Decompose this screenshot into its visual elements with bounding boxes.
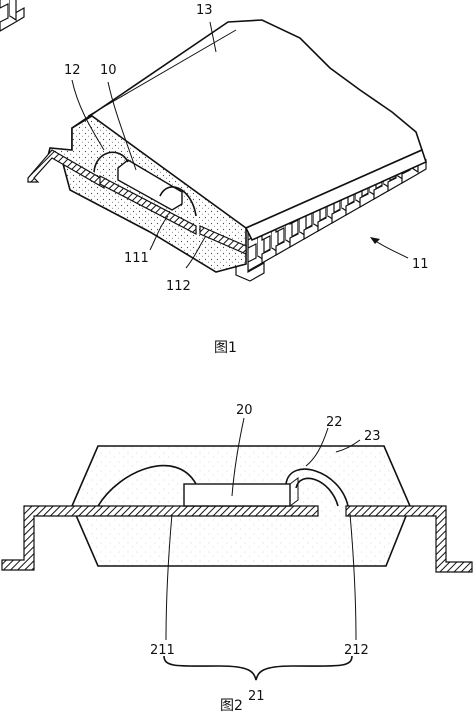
figure-1: 13 12 10 111 112 11 图1	[0, 0, 429, 356]
label-112: 112	[166, 279, 191, 294]
arrow-11	[370, 237, 380, 244]
leader-20	[231, 417, 245, 497]
leader-112	[185, 235, 207, 269]
leader-111	[149, 215, 169, 251]
lead-array	[0, 0, 427, 272]
label-211: 211	[150, 643, 175, 658]
figure-2: 20 22 23 211 212 21 图2	[1, 403, 473, 714]
label-13: 13	[196, 3, 213, 18]
mold-side	[244, 148, 427, 242]
label-21: 21	[248, 689, 265, 704]
bond-wire-right	[159, 186, 197, 217]
caption-fig1: 图1	[214, 340, 237, 356]
label-212: 212	[344, 643, 369, 658]
leader-13	[209, 21, 217, 53]
label-10: 10	[100, 63, 117, 78]
leader-23	[335, 439, 361, 453]
bond-wire-left	[93, 151, 129, 173]
brace-21	[163, 655, 353, 681]
chip-10	[117, 159, 183, 211]
chip-edge	[289, 477, 299, 507]
leader-10	[107, 81, 137, 171]
caption-fig2: 图2	[220, 698, 243, 714]
leader-11	[373, 239, 409, 259]
label-11: 11	[412, 257, 429, 272]
left-lead	[27, 149, 105, 190]
leadframe-right	[345, 505, 473, 573]
bond-wire-right-2	[285, 468, 349, 507]
die-pad	[99, 175, 197, 235]
leader-12	[71, 79, 105, 151]
label-22: 22	[326, 415, 343, 430]
leader-212	[349, 513, 357, 641]
label-20: 20	[236, 403, 253, 418]
bond-wire-right-inner	[295, 477, 339, 507]
bond-wire-left-2	[97, 464, 197, 507]
label-111: 111	[124, 251, 149, 266]
leader-22	[305, 427, 329, 467]
label-12: 12	[64, 63, 81, 78]
chip-20	[183, 483, 291, 507]
right-inner-lead	[199, 225, 247, 255]
leadframe-left	[1, 505, 319, 571]
leader-211	[165, 513, 173, 641]
label-23: 23	[364, 429, 381, 444]
